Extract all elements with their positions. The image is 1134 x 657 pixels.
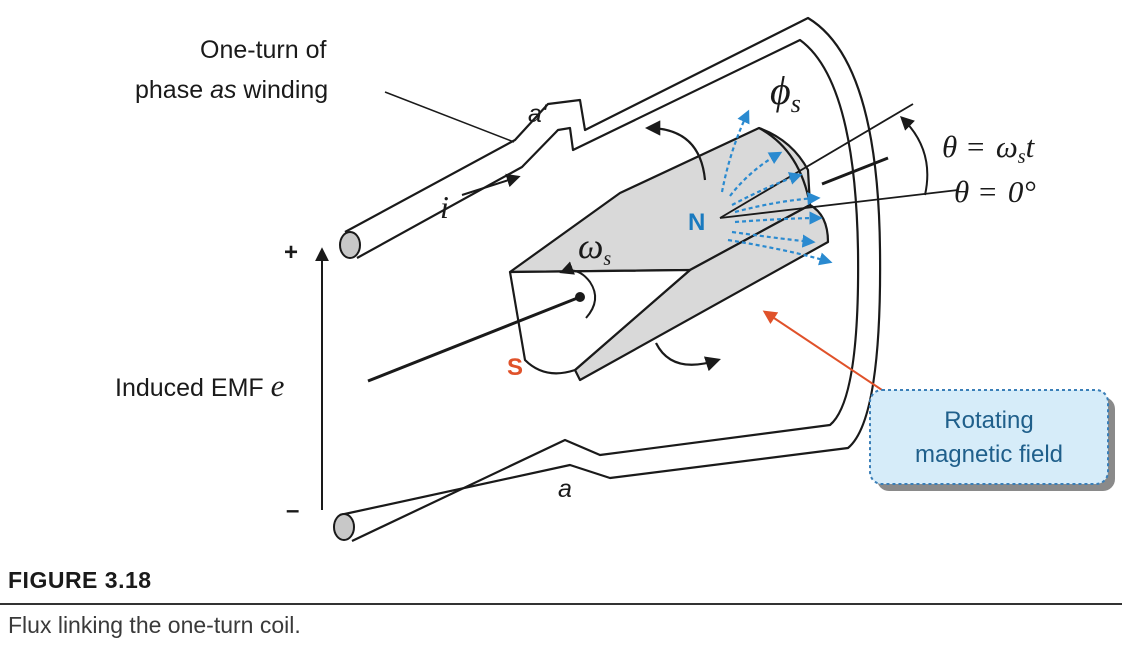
theta-zero-reference-line — [719, 189, 959, 219]
theta-angle-arc — [899, 116, 929, 196]
north-pole-label: N — [688, 209, 705, 236]
figure-rule-divider — [0, 603, 1122, 605]
omega-symbol: ωs — [578, 226, 611, 270]
callout-box — [869, 389, 1109, 485]
current-arrow — [461, 173, 521, 196]
rotor-shaft — [367, 295, 581, 383]
rotation-arrow-bottom — [655, 342, 721, 372]
rotor — [508, 126, 830, 382]
rotation-arrow-top — [644, 120, 707, 181]
winding-leader-line — [384, 91, 515, 143]
rotor-shaft-far — [821, 156, 889, 186]
winding-label-line-1: One-turn of — [200, 36, 327, 64]
callout-leader-line — [762, 310, 883, 391]
terminal-top-end — [339, 231, 361, 259]
rotor-end-face — [508, 268, 692, 375]
callout-line-2: magnetic field — [915, 441, 1063, 468]
south-pole-label: S — [507, 354, 523, 381]
coil-conductor — [339, 16, 882, 542]
figure-number: FIGURE 3.18 — [8, 567, 152, 593]
minus-sign: – — [286, 497, 299, 524]
shaft-center-dot — [575, 292, 585, 302]
flux-symbol: ϕs — [770, 68, 801, 118]
plus-sign: + — [284, 239, 298, 266]
terminal-a-prime-label: a' — [528, 100, 548, 128]
theta-t-reference-line — [719, 103, 914, 219]
winding-label-line-2: phase as winding — [135, 76, 328, 104]
machine-diagram: Rotating magnetic field One-turn of phas… — [115, 16, 1115, 542]
flux-arrows — [720, 109, 833, 266]
terminal-a-label: a — [558, 475, 572, 503]
terminal-bottom-end — [333, 513, 355, 541]
theta-zero-equation: θ =0° — [954, 174, 1036, 209]
theta-omega-t-equation: θ =ωst — [942, 129, 1036, 168]
rotor-side-face — [573, 203, 830, 382]
omega-rotation-arrow — [559, 261, 597, 319]
figure-caption: Flux linking the one-turn coil. — [8, 612, 301, 638]
emf-label: Induced EMF e — [115, 368, 285, 403]
callout-line-1: Rotating — [944, 407, 1033, 434]
current-symbol: i — [440, 189, 449, 225]
